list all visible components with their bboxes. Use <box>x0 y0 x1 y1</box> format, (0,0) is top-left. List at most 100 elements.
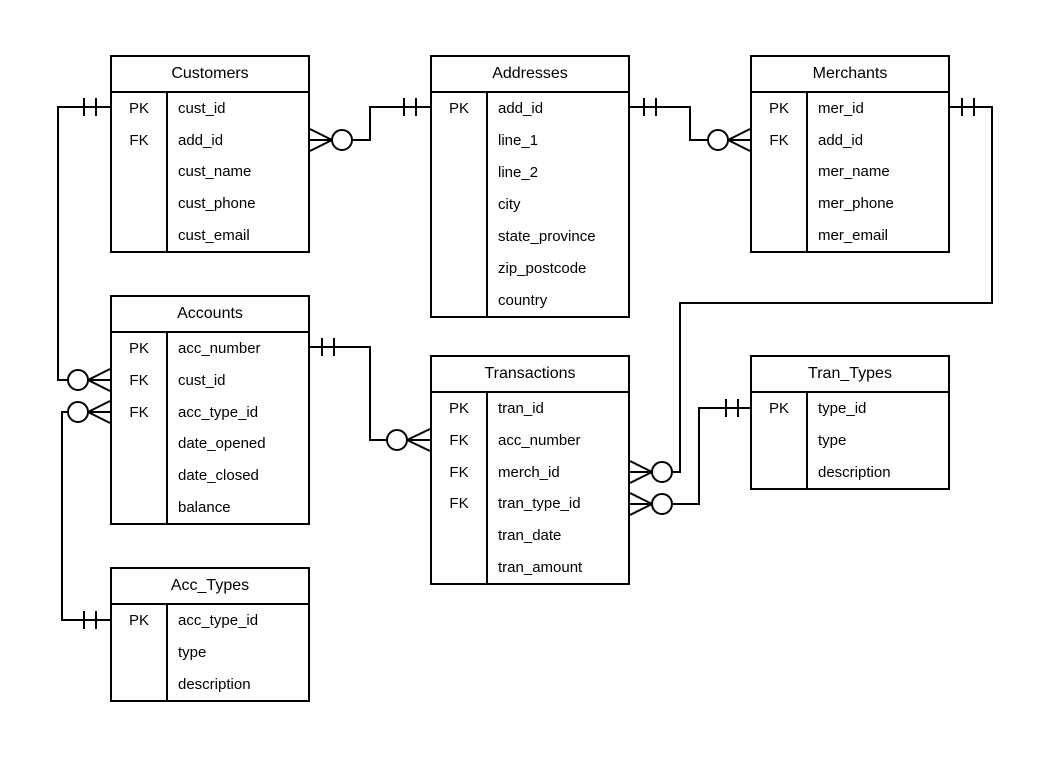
entity-rows: PK tran_id FK acc_number FK merch_id FK … <box>432 393 628 584</box>
one-tick-icon <box>403 98 417 116</box>
row-key <box>432 252 488 285</box>
row-key <box>112 156 168 188</box>
crow-foot-icon <box>629 460 653 484</box>
row-key <box>432 156 488 189</box>
table-row: FK add_id <box>112 124 308 157</box>
entity-rows: PK mer_id FK add_id mer_name mer_phone m… <box>752 93 948 251</box>
row-key <box>752 156 808 188</box>
row-field: add_id <box>498 100 544 118</box>
table-row: cust_email <box>112 219 308 251</box>
table-row: FK cust_id <box>112 364 308 397</box>
table-row: tran_date <box>432 519 628 552</box>
row-key <box>432 220 488 253</box>
one-tick-icon <box>725 399 739 417</box>
table-row: PK acc_type_id <box>112 605 308 637</box>
entity-title: Customers <box>112 57 308 93</box>
entity-addresses[interactable]: Addresses PK add_id line_1 line_2 city s… <box>430 55 630 318</box>
one-tick-icon <box>83 611 97 629</box>
row-field: tran_amount <box>498 558 583 576</box>
row-key: FK <box>112 396 168 429</box>
table-row: city <box>432 188 628 221</box>
entity-title: Addresses <box>432 57 628 93</box>
table-row: FK add_id <box>752 124 948 157</box>
row-field: state_province <box>498 227 596 245</box>
table-row: PK tran_id <box>432 393 628 425</box>
entity-acc-types[interactable]: Acc_Types PK acc_type_id type descriptio… <box>110 567 310 702</box>
row-field: acc_type_id <box>178 403 259 421</box>
table-row: date_closed <box>112 459 308 492</box>
entity-transactions[interactable]: Transactions PK tran_id FK acc_number FK… <box>430 355 630 585</box>
table-row: PK add_id <box>432 93 628 125</box>
table-row: line_2 <box>432 156 628 189</box>
row-field: tran_date <box>498 527 562 545</box>
crow-foot-icon <box>87 400 111 424</box>
zero-circle-icon <box>67 369 89 391</box>
relationship-acctypes-accounts[interactable] <box>61 400 111 629</box>
table-row: PK type_id <box>752 393 948 425</box>
entity-title: Acc_Types <box>112 569 308 605</box>
row-field: type <box>818 432 847 449</box>
row-key: PK <box>432 93 488 125</box>
row-key <box>112 187 168 220</box>
connector-path <box>630 106 708 141</box>
entity-title: Accounts <box>112 297 308 333</box>
entity-rows: PK add_id line_1 line_2 city state_provi… <box>432 93 628 317</box>
row-field: acc_number <box>178 340 261 358</box>
row-field: city <box>498 196 521 213</box>
row-key: FK <box>432 424 488 457</box>
row-key <box>752 219 808 251</box>
table-row: cust_phone <box>112 187 308 220</box>
table-row: date_opened <box>112 428 308 460</box>
zero-circle-icon <box>67 401 89 423</box>
row-key: PK <box>752 93 808 125</box>
row-field: acc_number <box>498 432 581 449</box>
entity-rows: PK acc_type_id type description <box>112 605 308 701</box>
row-key <box>752 456 808 489</box>
zero-circle-icon <box>331 129 353 151</box>
crow-foot-icon <box>629 492 653 516</box>
relationship-customers-accounts[interactable] <box>57 98 111 392</box>
row-key: FK <box>432 488 488 520</box>
row-field: add_id <box>818 131 864 149</box>
row-field: date_closed <box>178 467 259 485</box>
entity-customers[interactable]: Customers PK cust_id FK add_id cust_name… <box>110 55 310 253</box>
table-row: description <box>752 456 948 489</box>
row-field: cust_id <box>178 100 226 118</box>
table-row: type <box>112 636 308 669</box>
row-field: description <box>178 675 251 693</box>
zero-circle-icon <box>651 493 673 515</box>
relationship-addresses-merchants[interactable] <box>630 98 751 152</box>
zero-circle-icon <box>651 461 673 483</box>
entity-tran-types[interactable]: Tran_Types PK type_id type description <box>750 355 950 490</box>
row-field: add_id <box>178 131 224 149</box>
relationship-addresses-customers[interactable] <box>309 98 430 152</box>
table-row: PK cust_id <box>112 93 308 125</box>
zero-circle-icon <box>707 129 729 151</box>
row-field: mer_id <box>818 100 864 118</box>
entity-rows: PK cust_id FK add_id cust_name cust_phon… <box>112 93 308 251</box>
entity-accounts[interactable]: Accounts PK acc_number FK cust_id FK acc… <box>110 295 310 525</box>
row-key: PK <box>752 393 808 425</box>
row-key <box>432 551 488 584</box>
table-row: line_1 <box>432 124 628 157</box>
connector-path <box>672 106 993 473</box>
relationship-trantypes-transactions[interactable] <box>629 399 750 516</box>
row-field: cust_name <box>178 163 252 181</box>
row-key: PK <box>112 605 168 637</box>
row-key: FK <box>432 456 488 489</box>
row-field: mer_name <box>818 163 890 181</box>
row-field: mer_phone <box>818 195 894 213</box>
connector-path <box>61 411 110 621</box>
relationship-merchants-transactions[interactable] <box>629 98 993 484</box>
table-row: FK acc_type_id <box>112 396 308 429</box>
table-row: description <box>112 668 308 701</box>
row-key <box>432 519 488 552</box>
row-key <box>112 668 168 701</box>
row-field: cust_email <box>178 226 250 244</box>
relationship-accounts-transactions[interactable] <box>310 338 431 452</box>
entity-merchants[interactable]: Merchants PK mer_id FK add_id mer_name m… <box>750 55 950 253</box>
row-field: cust_id <box>178 372 226 389</box>
row-key <box>752 424 808 457</box>
table-row: PK acc_number <box>112 333 308 365</box>
